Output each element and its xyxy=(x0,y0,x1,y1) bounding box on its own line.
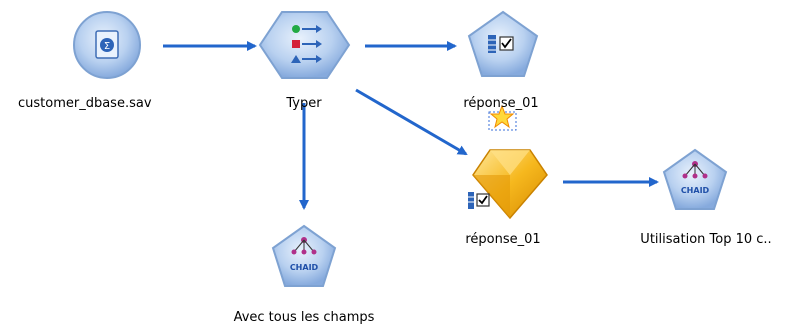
source-node-label: customer_dbase.sav xyxy=(18,96,152,111)
type-fields-icon xyxy=(291,25,322,63)
source-node[interactable]: Σ xyxy=(73,11,141,79)
chaid-all-label: Avec tous les champs xyxy=(233,310,375,325)
chaid-badge: CHAID xyxy=(681,186,710,195)
response-node[interactable] xyxy=(467,10,539,77)
chaid-all-node[interactable]: CHAID xyxy=(271,224,337,287)
star-icon xyxy=(489,104,515,129)
svg-text:Σ: Σ xyxy=(104,41,110,52)
annotation-marker[interactable] xyxy=(488,104,517,131)
database-icon: Σ xyxy=(95,30,119,59)
type-node[interactable] xyxy=(258,11,351,79)
tree-icon xyxy=(682,161,708,179)
chaid-top10-label: Utilisation Top 10 c.. xyxy=(640,232,772,247)
response-node-label: réponse_01 xyxy=(463,96,539,111)
type-node-label: Typer xyxy=(286,96,322,111)
flag-field-icon xyxy=(488,35,514,53)
connection-type-to-nugget[interactable] xyxy=(355,88,468,156)
model-nugget[interactable] xyxy=(468,149,548,220)
tree-icon xyxy=(291,237,317,255)
flag-field-icon xyxy=(468,192,490,209)
chaid-badge: CHAID xyxy=(290,263,319,272)
model-nugget-label: réponse_01 xyxy=(465,232,541,247)
chaid-top10-node[interactable]: CHAID xyxy=(662,148,728,210)
